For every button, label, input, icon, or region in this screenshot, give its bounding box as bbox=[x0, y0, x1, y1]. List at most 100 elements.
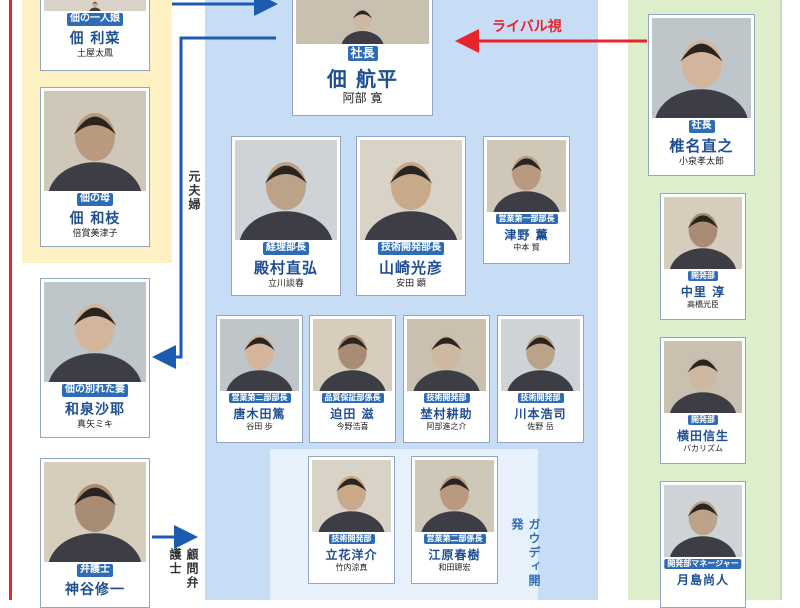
actor-name: 高橋光臣 bbox=[687, 300, 719, 309]
character-card-sakoda[interactable]: 品質保証部係長迫田 滋今野浩喜 bbox=[309, 315, 396, 443]
portrait-image bbox=[360, 140, 462, 240]
actor-name: 谷田 歩 bbox=[246, 422, 273, 431]
character-card-lawyer[interactable]: 弁護士神谷修一 bbox=[40, 458, 150, 608]
portrait-image bbox=[664, 485, 742, 557]
character-name: 川本浩司 bbox=[514, 407, 567, 421]
character-card-tsukishima[interactable]: 開発部マネージャー月島尚人 bbox=[660, 481, 746, 608]
character-name: 立花洋介 bbox=[325, 548, 378, 562]
character-name: 中里 淳 bbox=[680, 285, 726, 299]
role-badge: 社長 bbox=[347, 46, 378, 61]
actor-name: 佐野 岳 bbox=[527, 422, 554, 431]
role-badge: 技術開発部 bbox=[328, 534, 375, 544]
role-badge: 弁護士 bbox=[77, 564, 113, 577]
portrait-image bbox=[312, 460, 391, 532]
character-card-tachibana[interactable]: 技術開発部立花洋介竹内涼真 bbox=[308, 456, 395, 584]
portrait-photo bbox=[313, 319, 392, 391]
character-card-tonomura[interactable]: 経理部長殿村直弘立川談春 bbox=[231, 136, 341, 296]
portrait-photo bbox=[407, 319, 486, 391]
role-badge: 技術開発部長 bbox=[378, 242, 444, 255]
portrait-photo bbox=[652, 18, 751, 118]
portrait-image bbox=[313, 319, 392, 391]
portrait-image bbox=[407, 319, 486, 391]
portrait-photo bbox=[312, 460, 391, 532]
character-name: 殿村直弘 bbox=[253, 258, 318, 277]
character-card-karaki[interactable]: 営業第二部部長唐木田篤谷田 歩 bbox=[216, 315, 303, 443]
left-red-border bbox=[0, 0, 12, 600]
actor-name: 小泉孝太郎 bbox=[678, 157, 724, 168]
character-card-yamazaki[interactable]: 技術開発部長山崎光彦安田 顕 bbox=[356, 136, 466, 296]
portrait-photo bbox=[664, 485, 742, 557]
actor-name: 真矢ミキ bbox=[76, 420, 113, 430]
character-name: 横田信生 bbox=[676, 429, 729, 443]
portrait-photo bbox=[664, 197, 742, 269]
portrait-image bbox=[415, 460, 494, 532]
character-card-daughter[interactable]: 佃の一人娘佃 利菜土屋太鳳 bbox=[40, 0, 150, 71]
portrait-photo bbox=[664, 341, 742, 413]
portrait-photo bbox=[296, 0, 429, 44]
role-badge: 開発部 bbox=[688, 271, 718, 281]
role-badge: 佃の別れた妻 bbox=[62, 384, 128, 397]
actor-name: 土屋太鳳 bbox=[76, 49, 113, 59]
portrait-photo bbox=[44, 91, 146, 191]
gaudi-label: ガウディ開発 bbox=[510, 518, 541, 588]
role-badge: 開発部マネージャー bbox=[664, 559, 742, 569]
character-name: 椎名直之 bbox=[669, 136, 734, 155]
character-card-mother[interactable]: 佃の母佃 和枝倍賞美津子 bbox=[40, 87, 150, 247]
role-badge: 営業第二部係長 bbox=[423, 534, 486, 544]
character-name: 埜村耕助 bbox=[420, 407, 473, 421]
role-badge: 開発部 bbox=[688, 415, 718, 425]
character-card-nakasato[interactable]: 開発部中里 淳高橋光臣 bbox=[660, 193, 746, 320]
portrait-photo bbox=[415, 460, 494, 532]
actor-name: 安田 顕 bbox=[396, 279, 426, 290]
portrait-photo bbox=[220, 319, 299, 391]
portrait-image bbox=[652, 18, 751, 118]
portrait-image bbox=[296, 0, 429, 44]
character-card-exwife[interactable]: 佃の別れた妻和泉沙耶真矢ミキ bbox=[40, 278, 150, 438]
portrait-image bbox=[235, 140, 337, 240]
portrait-image bbox=[664, 197, 742, 269]
character-name: 山崎光彦 bbox=[378, 258, 443, 277]
actor-name: 倍賞美津子 bbox=[72, 229, 118, 239]
character-card-tateyama[interactable]: 技術開発部埜村耕助阿部進之介 bbox=[403, 315, 490, 443]
character-card-shiina[interactable]: 社長椎名直之小泉孝太郎 bbox=[648, 14, 755, 176]
actor-name: 阿部 寛 bbox=[342, 91, 383, 105]
character-name: 佃 航平 bbox=[327, 67, 398, 91]
actor-name: 立川談春 bbox=[267, 279, 304, 290]
portrait-image bbox=[487, 140, 566, 212]
character-name: 江原春樹 bbox=[428, 548, 481, 562]
actor-name: 中本 賢 bbox=[513, 243, 540, 252]
role-badge: 品質保証部係長 bbox=[321, 393, 384, 403]
role-badge: 営業第一部部長 bbox=[495, 214, 558, 224]
role-badge: 営業第二部部長 bbox=[228, 393, 291, 403]
character-name: 佃 和枝 bbox=[69, 210, 121, 227]
portrait-image bbox=[44, 0, 146, 11]
character-name: 和泉沙耶 bbox=[65, 401, 125, 418]
portrait-photo bbox=[44, 0, 146, 11]
character-card-ebara[interactable]: 営業第二部係長江原春樹和田聰宏 bbox=[411, 456, 498, 584]
portrait-image bbox=[664, 341, 742, 413]
portrait-photo bbox=[360, 140, 462, 240]
character-card-tsuno[interactable]: 営業第一部部長津野 薫中本 賢 bbox=[483, 136, 570, 264]
actor-name: バカリズム bbox=[683, 444, 723, 453]
actor-name: 和田聰宏 bbox=[438, 563, 471, 572]
role-badge: 社長 bbox=[688, 120, 715, 133]
character-card-yokota[interactable]: 開発部横田信生バカリズム bbox=[660, 337, 746, 464]
portrait-photo bbox=[44, 282, 146, 382]
actor-name: 竹内涼真 bbox=[335, 563, 368, 572]
portrait-photo bbox=[44, 462, 146, 562]
character-card-kawamoto[interactable]: 技術開発部川本浩司佐野 岳 bbox=[497, 315, 584, 443]
character-name: 神谷修一 bbox=[65, 581, 125, 598]
actor-name: 阿部進之介 bbox=[426, 422, 467, 431]
arrow-ex-couple bbox=[152, 36, 276, 369]
character-name: 唐木田篤 bbox=[233, 407, 286, 421]
character-card-president[interactable]: 社長佃 航平阿部 寛 bbox=[292, 0, 433, 116]
character-name: 月島尚人 bbox=[676, 573, 729, 587]
role-badge: 経理部長 bbox=[263, 242, 309, 255]
character-name: 津野 薫 bbox=[504, 228, 549, 242]
ex-couple-label: 元夫婦 bbox=[187, 170, 201, 212]
portrait-photo bbox=[487, 140, 566, 212]
portrait-photo bbox=[501, 319, 580, 391]
role-badge: 佃の母 bbox=[77, 193, 113, 206]
portrait-image bbox=[44, 282, 146, 382]
role-badge: 佃の一人娘 bbox=[67, 13, 123, 26]
